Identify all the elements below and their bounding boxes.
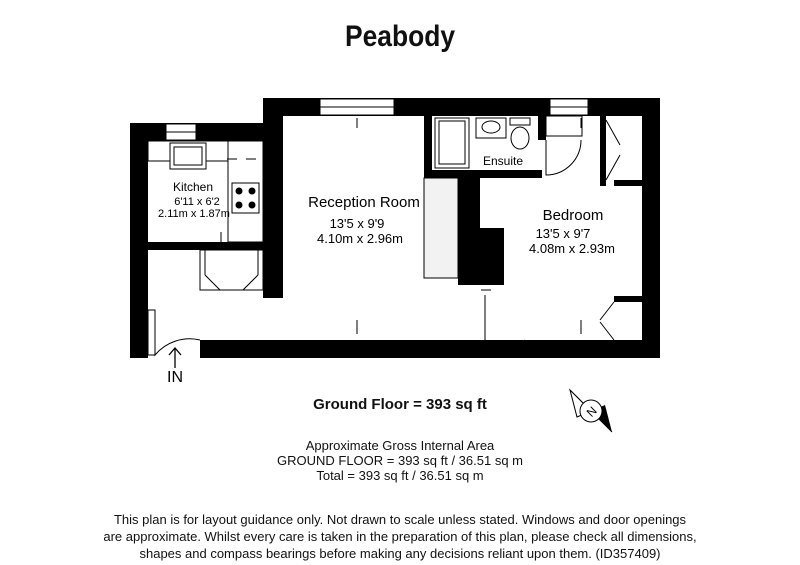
area-ground-floor: GROUND FLOOR = 393 sq ft / 36.51 sq m <box>276 453 523 468</box>
kitchen-name: Kitchen <box>173 180 213 194</box>
ensuite-fixtures <box>434 117 531 169</box>
floor-area-summary: Ground Floor = 393 sq ft <box>313 396 487 413</box>
disclaimer: This plan is for layout guidance only. N… <box>0 511 800 562</box>
disclaimer-line-1: This plan is for layout guidance only. N… <box>113 512 687 527</box>
kitchen-fixtures <box>147 140 264 291</box>
kitchen-dim-imperial: 6'11 x 6'2 <box>174 196 220 208</box>
gross-internal-area: Approximate Gross Internal Area GROUND F… <box>0 438 800 483</box>
ensuite-storage <box>545 115 583 137</box>
storage-unit <box>423 177 459 279</box>
reception-dim-metric: 4.10m x 2.96m <box>317 231 403 246</box>
bedroom-dim-imperial: 13'5 x 9'7 <box>536 226 591 241</box>
disclaimer-line-3: shapes and compass bearings before makin… <box>139 546 661 561</box>
entrance-door-leaf <box>147 309 156 356</box>
area-total: Total = 393 sq ft / 36.51 sq m <box>316 468 484 483</box>
wardrobe-doors <box>599 119 621 341</box>
plan-title: Peabody <box>344 20 456 53</box>
kitchen-dim-metric: 2.11m x 1.87m <box>158 208 230 220</box>
ensuite-door-swing <box>545 139 582 176</box>
area-heading: Approximate Gross Internal Area <box>305 438 495 453</box>
dimension-markers <box>220 118 582 334</box>
bedroom-dim-metric: 4.08m x 2.93m <box>529 241 615 256</box>
entrance-arrow-icon <box>168 347 182 368</box>
reception-name: Reception Room <box>308 194 420 211</box>
bedroom-door-swing <box>484 295 526 346</box>
kitchen-cupboard-doors <box>204 250 259 291</box>
window-glazing-lines <box>166 106 588 133</box>
bedroom-name: Bedroom <box>543 207 604 224</box>
entrance-door-swing <box>154 310 201 357</box>
reception-dim-imperial: 13'5 x 9'9 <box>330 216 385 231</box>
disclaimer-line-2: are approximate. Whilst every care is ta… <box>103 529 697 544</box>
entrance-label: IN <box>167 369 183 386</box>
compass-icon <box>569 388 613 433</box>
ensuite-name: Ensuite <box>483 154 523 168</box>
